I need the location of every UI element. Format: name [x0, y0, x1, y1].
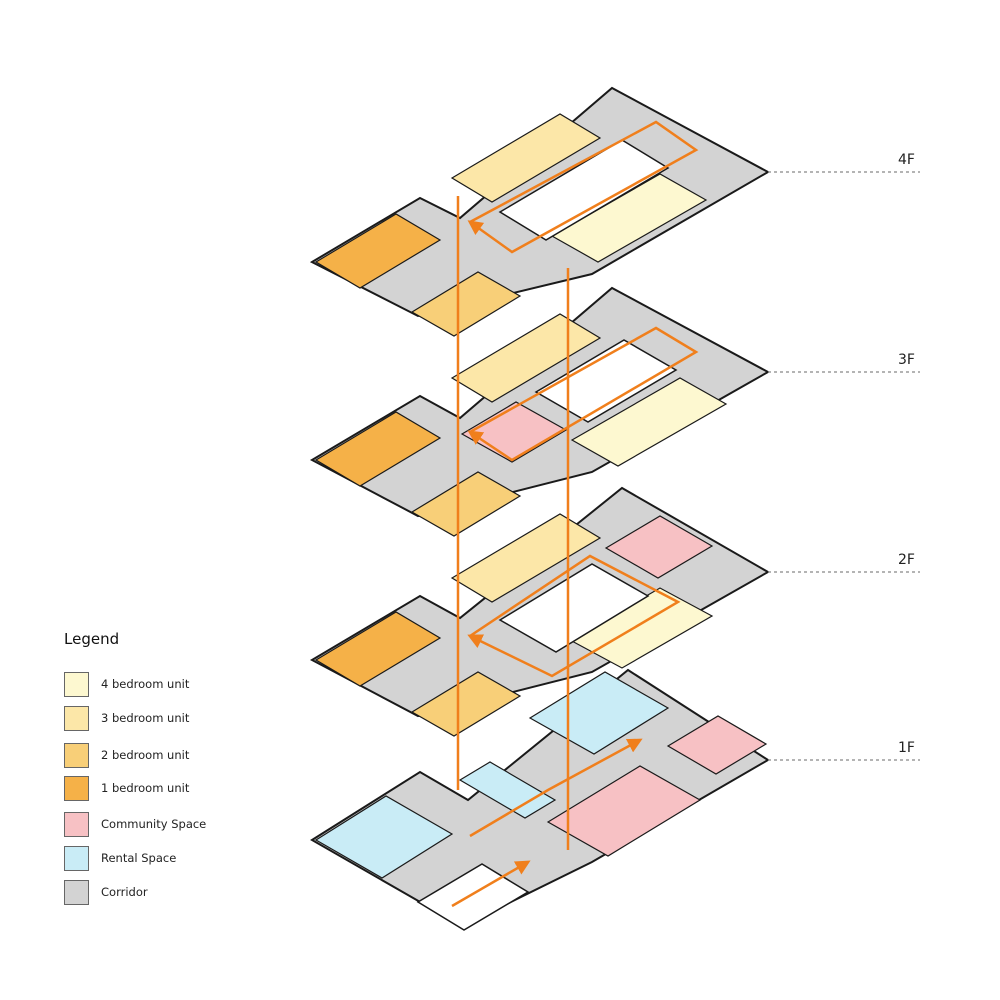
floor-2f-community-space	[604, 515, 714, 579]
floor-2f-atrium-void	[498, 563, 650, 653]
legend-item-corridor: Corridor	[64, 879, 148, 905]
floor-2f-units-south	[410, 671, 522, 737]
floor-3f-atrium-void	[534, 339, 678, 423]
floor-label-4f: 4F	[898, 152, 915, 168]
floor-label-2f: 2F	[898, 552, 915, 568]
legend-label-corridor: Corridor	[101, 885, 148, 899]
legend-swatch-community-space	[64, 811, 89, 837]
legend-swatch-3-bedroom	[64, 705, 89, 731]
legend-item-1-bedroom: 1 bedroom unit	[64, 775, 189, 801]
floor-1f-community-space-a	[546, 765, 702, 857]
floor-4f-atrium-void	[498, 139, 670, 241]
floor-3f-units-east	[570, 377, 728, 467]
legend-item-2-bedroom: 2 bedroom unit	[64, 742, 189, 768]
floor-3f-units-north	[450, 313, 602, 403]
floor-1f-circulation-loop	[469, 738, 643, 838]
floor-label-1f: 1F	[898, 740, 915, 756]
floor-1f-rental-space-c	[528, 671, 670, 755]
legend-label-2-bedroom: 2 bedroom unit	[101, 748, 190, 762]
floor-3f-plate	[309, 286, 771, 537]
legend-label-rental-space: Rental Space	[101, 851, 177, 865]
floor-4f-units-north	[450, 113, 602, 203]
floor-2f-plate	[309, 486, 771, 737]
floor-label-3f: 3F	[898, 352, 915, 368]
floor-3f-community-space	[460, 401, 568, 463]
floor-1f-circulation-path	[451, 860, 531, 908]
legend-swatch-4-bedroom	[64, 671, 89, 697]
legend-swatch-1-bedroom	[64, 775, 89, 801]
floor-1f-rental-space-b	[458, 761, 557, 819]
legend-label-4-bedroom: 4 bedroom unit	[101, 677, 190, 691]
legend-item-community-space: Community Space	[64, 811, 206, 837]
floor-1f-plate	[310, 668, 770, 931]
legend-label-1-bedroom: 1 bedroom unit	[101, 781, 190, 795]
floor-3f-units-south	[410, 471, 522, 537]
legend-label-community-space: Community Space	[101, 817, 207, 831]
floor-4f-units-south	[410, 271, 522, 337]
floor-4f-plate	[309, 86, 771, 337]
legend-label-3-bedroom: 3 bedroom unit	[101, 711, 190, 725]
floor-1f-community-space-b	[666, 715, 768, 775]
floor-2f-units-north	[450, 513, 602, 603]
legend-swatch-rental-space	[64, 845, 89, 871]
floor-4f-circulation-loop	[467, 120, 699, 254]
legend-swatch-2-bedroom	[64, 742, 89, 768]
floor-4f-units-west	[314, 213, 442, 289]
floor-3f-circulation-loop	[467, 326, 699, 462]
floor-3f-units-west	[314, 411, 442, 487]
floor-2f-units-west	[314, 611, 442, 687]
legend-item-rental-space: Rental Space	[64, 845, 176, 871]
floor-2f-circulation-loop	[467, 554, 681, 678]
legend-swatch-corridor	[64, 879, 89, 905]
legend-item-3-bedroom: 3 bedroom unit	[64, 705, 189, 731]
legend-title: Legend	[64, 630, 120, 648]
floor-1f-entrance-void	[416, 863, 530, 931]
legend-item-4-bedroom: 4 bedroom unit	[64, 671, 189, 697]
floor-1f-rental-space-a	[314, 795, 454, 879]
